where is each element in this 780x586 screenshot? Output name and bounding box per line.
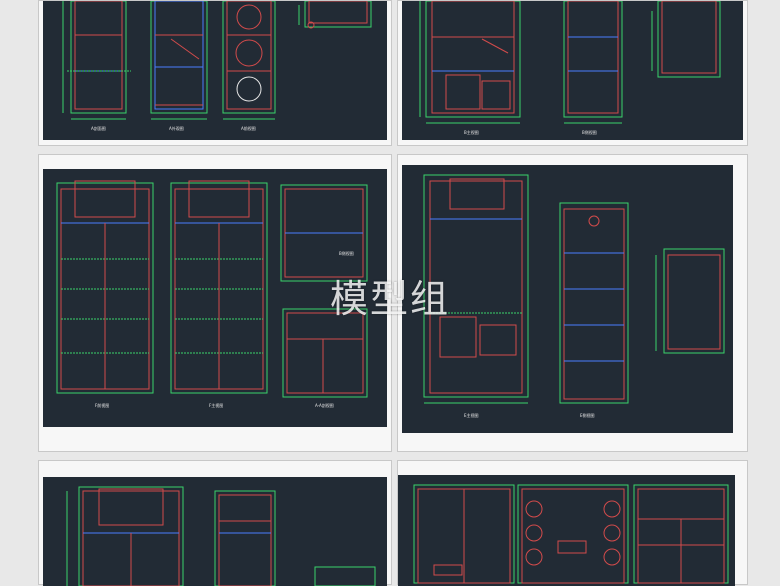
caption-e-side: E侧视图	[580, 412, 595, 418]
caption-a-section: A剖面图	[91, 125, 106, 131]
panel-2-drawing: B主视图 B侧视图	[402, 1, 743, 140]
panel-1-svg: A剖面图 A外观图 A前视图	[62, 1, 372, 131]
caption-f-front: F前视图	[95, 402, 109, 408]
panel-2-card[interactable]: B主视图 B侧视图	[397, 0, 748, 146]
panel-2-svg: B主视图 B侧视图	[419, 1, 721, 135]
panel-4-svg: E主视图 E侧视图	[423, 174, 725, 418]
panel-4-drawing: E主视图 E侧视图	[402, 165, 733, 433]
caption-b-main: B主视图	[464, 129, 479, 135]
panel-5-svg	[66, 486, 376, 586]
caption-f-main: F主视图	[209, 402, 223, 408]
panel-4-card[interactable]: E主视图 E侧视图	[397, 154, 748, 452]
caption-e-main: E主视图	[464, 412, 479, 418]
panel-3-card[interactable]: F前视图 F主视图 A-A剖视图 B侧视图	[38, 154, 392, 452]
panel-3-svg: F前视图 F主视图 A-A剖视图 B侧视图	[56, 180, 368, 408]
panel-3-drawing: F前视图 F主视图 A-A剖视图 B侧视图	[43, 169, 387, 427]
panel-6-card[interactable]	[397, 460, 748, 586]
panel-6-drawing	[398, 475, 735, 586]
panel-6-svg	[413, 484, 729, 584]
caption-aa-section: A-A剖视图	[315, 402, 334, 408]
caption-b-side: B侧视图	[582, 129, 597, 135]
panel-5-card[interactable]	[38, 460, 392, 586]
caption-a-front: A前视图	[241, 125, 256, 131]
panel-1-drawing: A剖面图 A外观图 A前视图	[43, 1, 387, 140]
caption-a-exterior: A外观图	[169, 125, 184, 131]
caption-b-side-2: B侧视图	[339, 250, 354, 256]
panel-5-drawing	[43, 477, 387, 586]
panel-1-card[interactable]: A剖面图 A外观图 A前视图	[38, 0, 392, 146]
